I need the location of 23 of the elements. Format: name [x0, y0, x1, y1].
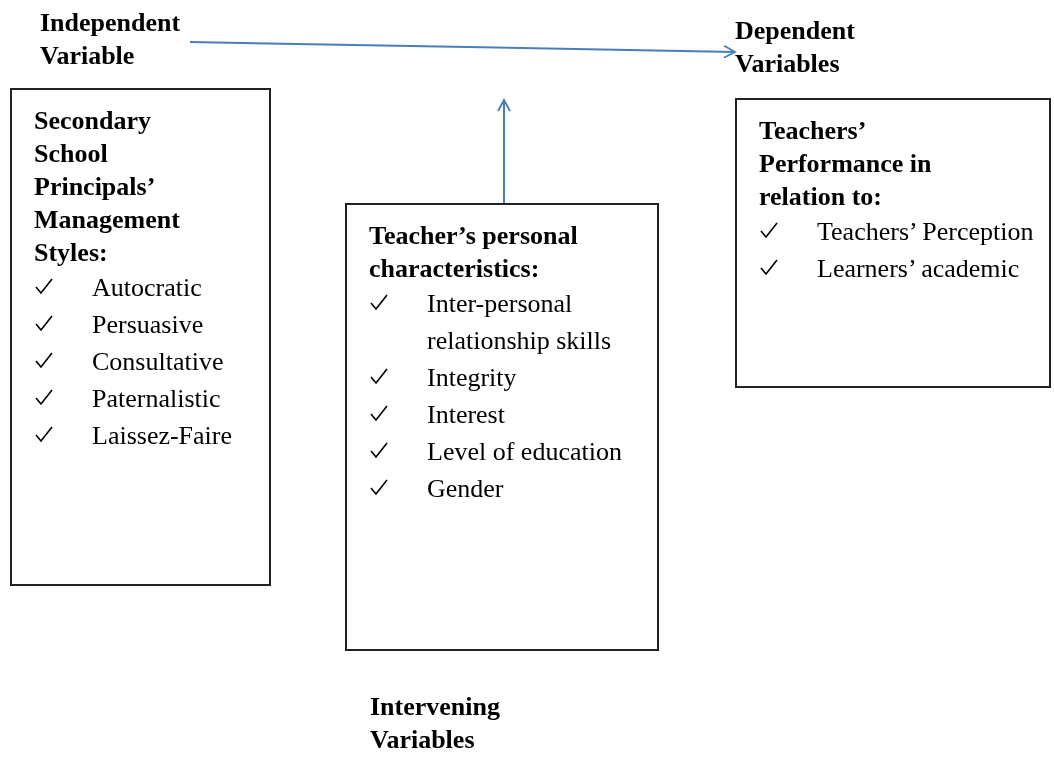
list-item: Learners’ academic [817, 253, 1020, 285]
arrow [189, 41, 736, 59]
variable-box [10, 88, 271, 586]
variable-heading: Dependent Variables [735, 14, 895, 88]
list-item: Consultative [92, 346, 224, 378]
list-item: Gender [427, 473, 504, 505]
list-item: Paternalistic [92, 383, 221, 415]
list-item: Integrity [427, 362, 517, 394]
list-item: Teachers’ Perception [817, 216, 1034, 248]
list-item: Level of education [427, 436, 622, 468]
box-heading: Teachers’ Performance in relation to: [759, 115, 933, 213]
list-item: Inter-personal relationship skills [427, 288, 613, 357]
list-item: Interest [427, 399, 505, 431]
box-heading: Teacher’s personal characteristics: [369, 220, 579, 285]
box-heading: Secondary School Principals’ Management Styles: [34, 105, 181, 269]
list-item: Laissez-Faire [92, 420, 233, 452]
list-item: Persuasive [92, 309, 204, 341]
variable-box [735, 98, 1051, 388]
arrow [497, 99, 511, 204]
list-item: Autocratic [92, 272, 202, 304]
variable-box [345, 203, 659, 651]
variable-heading: Intervening Variables [370, 691, 501, 756]
variable-heading: Independent Variable [40, 6, 190, 76]
